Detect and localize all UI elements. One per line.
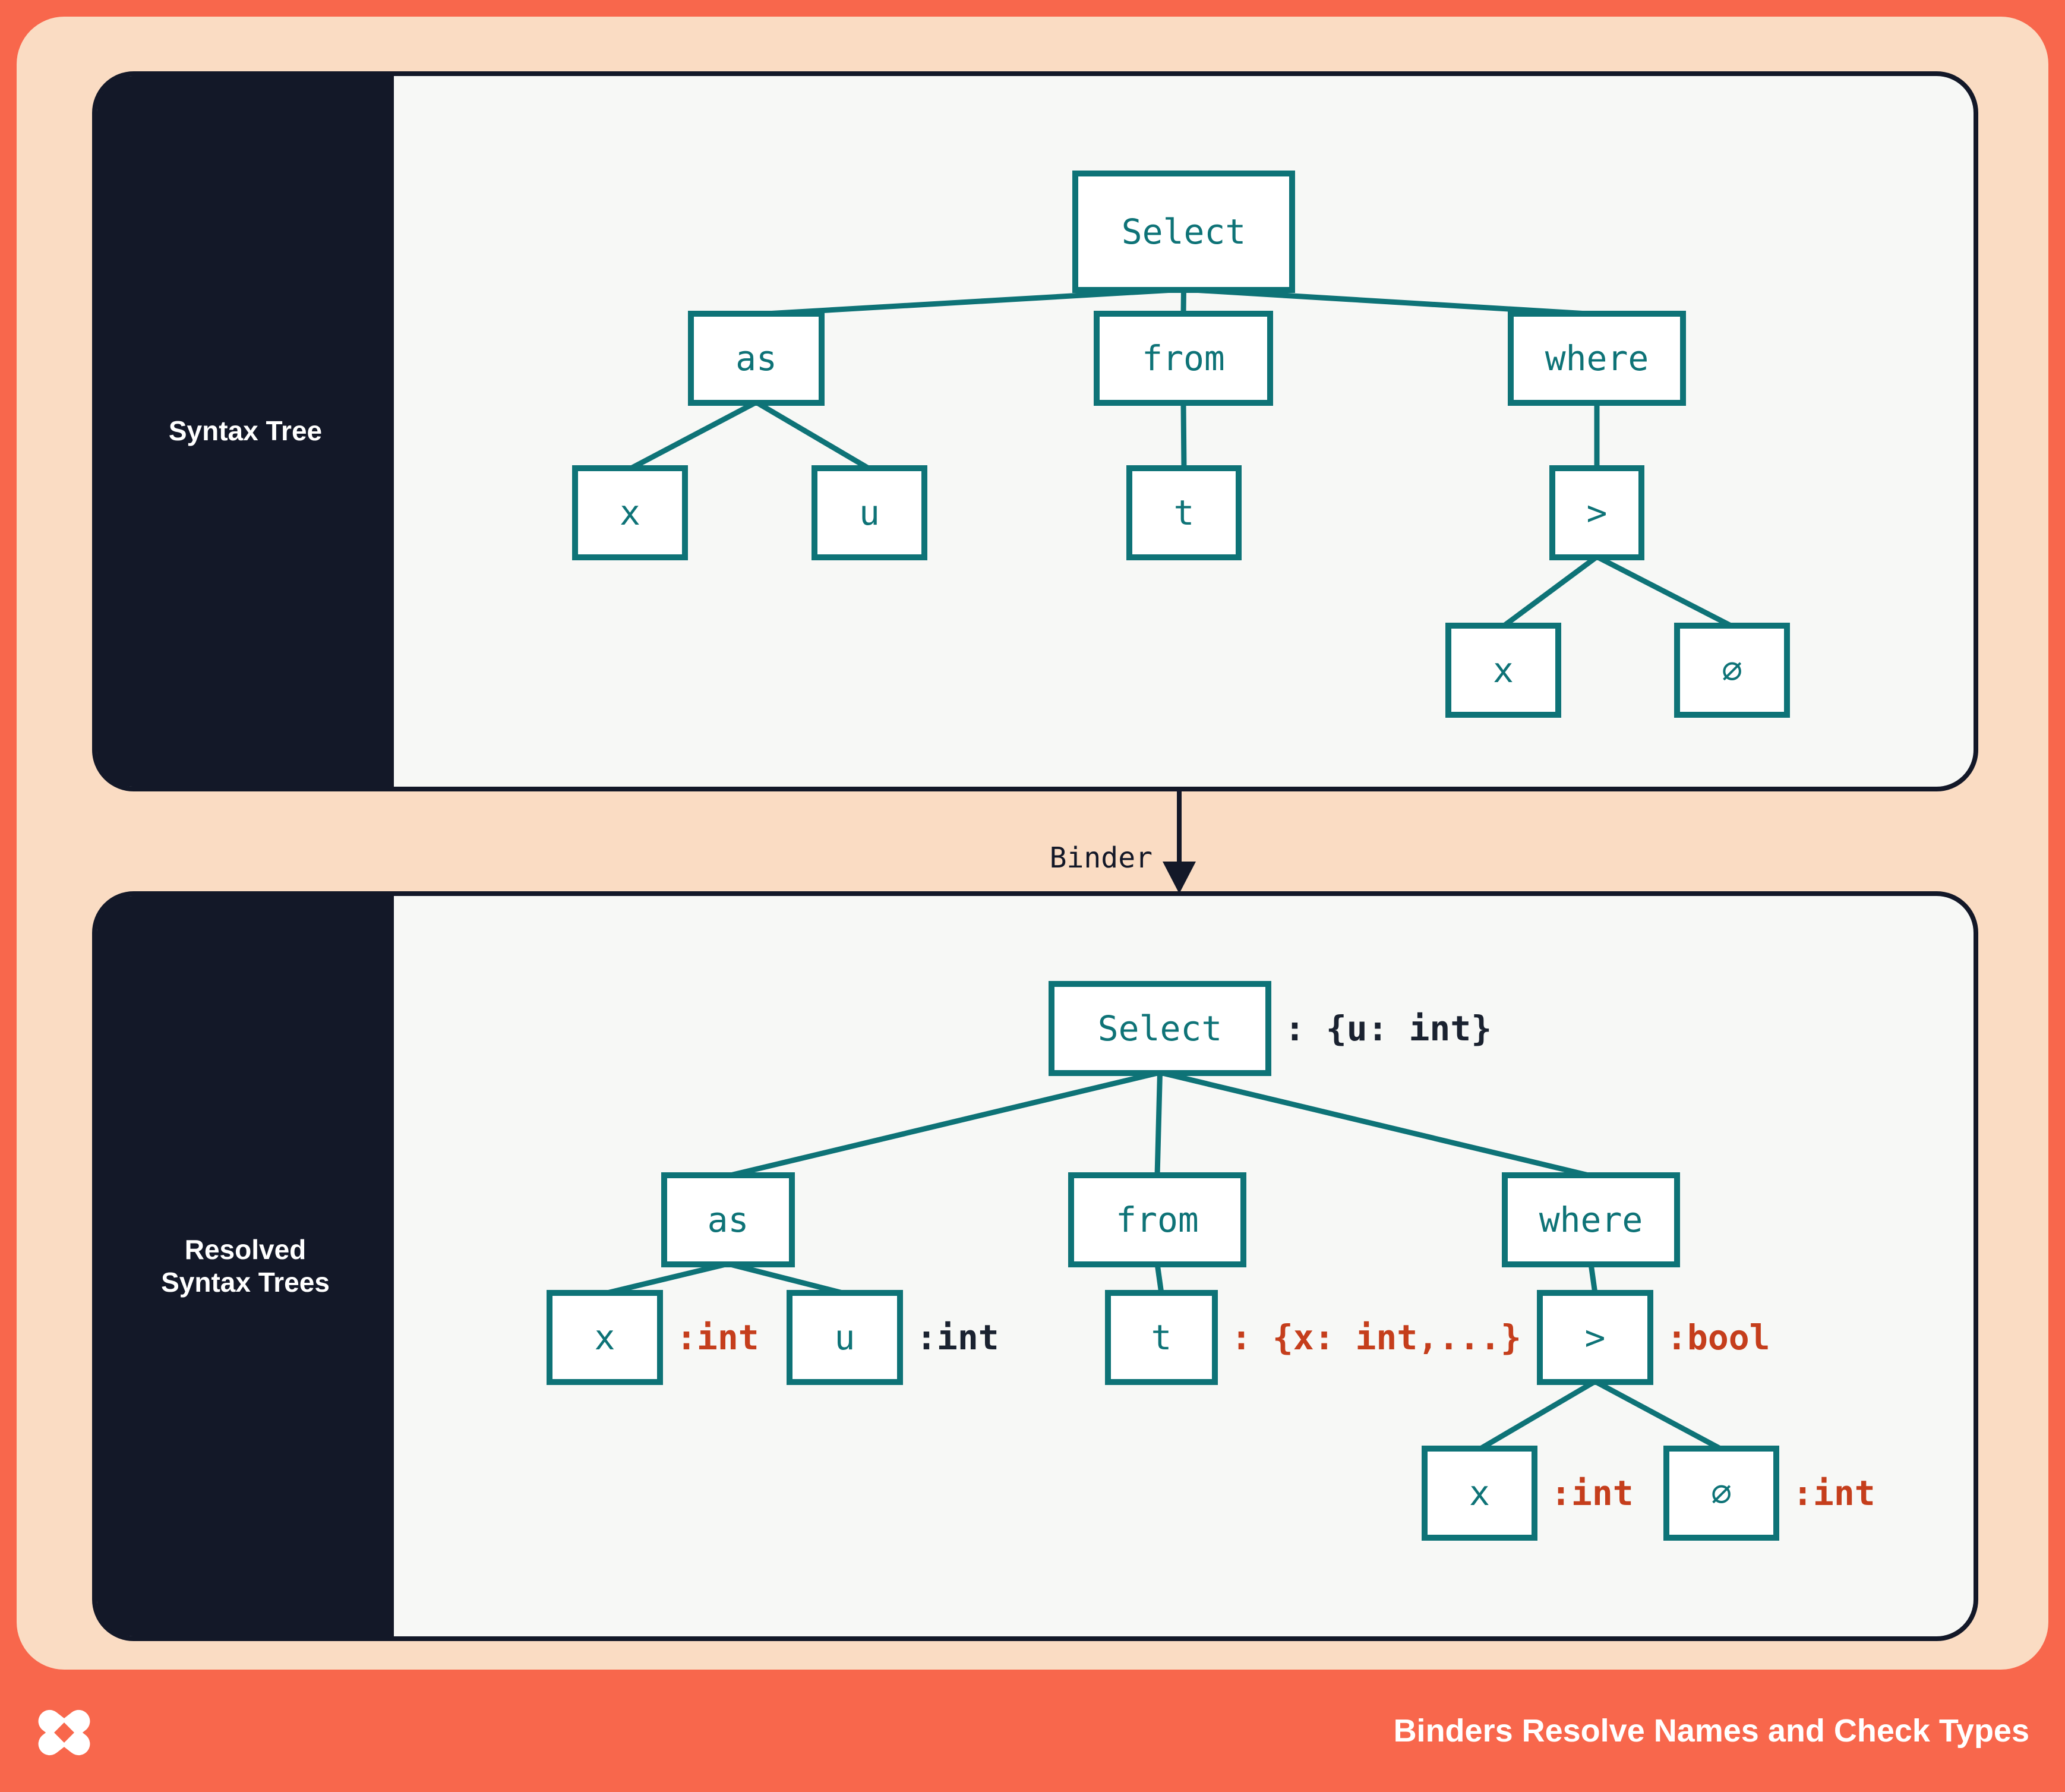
down-arrow-icon (1163, 791, 1196, 894)
tree-node-t: t (1126, 465, 1242, 560)
tree-node-u: u (787, 1290, 903, 1385)
type-annotation-gt: :bool (1666, 1317, 1770, 1358)
type-annotation-u: :int (916, 1317, 999, 1358)
tree-node-x: x (572, 465, 688, 560)
tree-node-as: as (688, 311, 825, 406)
binder-label: Binder (1049, 841, 1153, 875)
tree-node-where: where (1502, 1172, 1680, 1267)
type-annotation-x: :int (676, 1317, 759, 1358)
tree-node-select: Select (1049, 981, 1271, 1076)
tree-node-gt: > (1537, 1290, 1653, 1385)
tree-node-x2: x (1422, 1446, 1537, 1541)
tree-node-x2: x (1445, 623, 1561, 718)
slide-title: Binders Resolve Names and Check Types (1393, 1713, 2029, 1749)
resolved-syntax-trees-panel: Resolved Syntax Trees Select : {u: int} as… (92, 891, 1978, 1641)
tree-node-t: t (1105, 1290, 1218, 1385)
tree-node-where: where (1508, 311, 1686, 406)
panel-title: Resolved Syntax Trees (161, 1233, 330, 1298)
type-annotation-t: : {x: int,...} (1231, 1317, 1521, 1358)
syntax-tree-sidebar: Syntax Tree (97, 76, 394, 787)
tree-node-zero: ∅ (1674, 623, 1790, 718)
tree-node-from: from (1068, 1172, 1246, 1267)
resolved-syntax-trees-sidebar: Resolved Syntax Trees (97, 896, 394, 1636)
dioxus-logo (38, 1709, 90, 1756)
syntax-tree-panel: Syntax Tree Select as from where x u t > x ∅ (92, 71, 1978, 791)
tree-node-u: u (812, 465, 927, 560)
tree-node-as: as (661, 1172, 795, 1267)
type-annotation-x2: :int (1551, 1473, 1634, 1513)
panel-title: Syntax Tree (168, 415, 323, 447)
tree-node-zero: ∅ (1663, 1446, 1779, 1541)
tree-node-from: from (1094, 311, 1273, 406)
tree-node-gt: > (1549, 465, 1644, 560)
footer-bar: Binders Resolve Names and Check Types (0, 1670, 2065, 1792)
binder-transition: Binder (951, 791, 1426, 896)
type-annotation-select: : {u: int} (1284, 1008, 1492, 1049)
tree-node-x: x (547, 1290, 663, 1385)
tree-node-select: Select (1072, 171, 1295, 293)
type-annotation-zero: :int (1792, 1473, 1875, 1513)
